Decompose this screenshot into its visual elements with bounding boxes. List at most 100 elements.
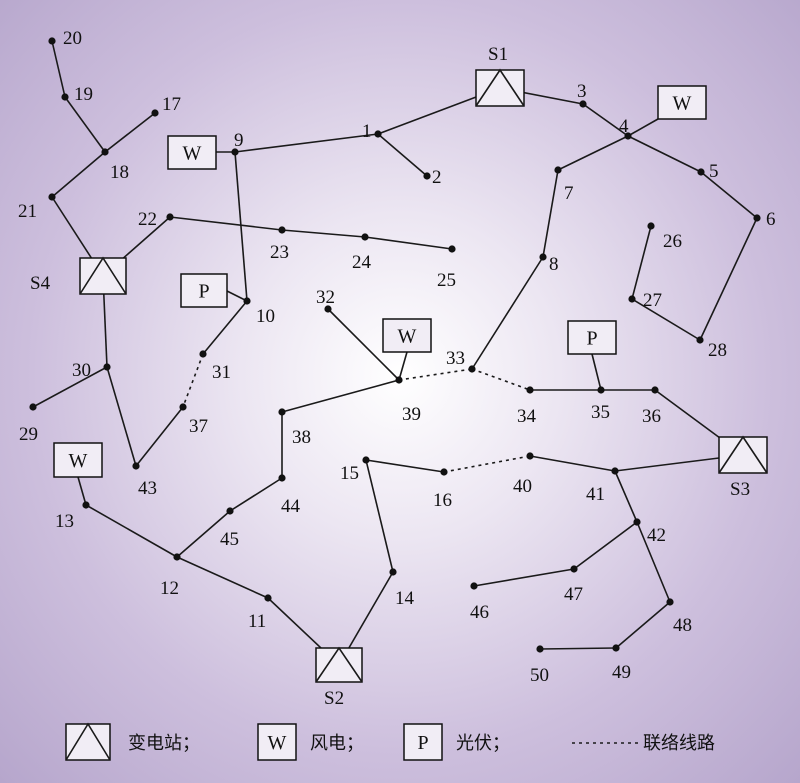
- legend-tie-line-label: 联络线路: [643, 733, 715, 754]
- edge-22-23: [169, 216, 283, 231]
- edge-42-47: [573, 521, 638, 570]
- node-label-41: 41: [586, 484, 605, 505]
- substation-S4-label: S4: [30, 273, 51, 294]
- legend-pv-symbol: [403, 723, 443, 761]
- edge-10-31: [202, 300, 248, 355]
- node-32: [324, 305, 332, 313]
- node-13: [82, 501, 90, 509]
- legend-pv-label: 光伏；: [456, 733, 510, 754]
- node-label-31: 31: [212, 362, 231, 383]
- node-label-5: 5: [709, 161, 719, 182]
- edges-layer: [32, 40, 758, 666]
- node-28: [696, 336, 704, 344]
- node-label-18: 18: [110, 162, 129, 183]
- pv-source-label-10: P: [198, 281, 209, 303]
- node-label-39: 39: [402, 404, 421, 425]
- edge-12-13: [85, 504, 178, 558]
- edge-44-45: [229, 477, 283, 512]
- node-45: [226, 507, 234, 515]
- substation-S4-symbol: [79, 256, 127, 295]
- node-29: [29, 403, 37, 411]
- substation-S1-symbol: [475, 68, 525, 107]
- node-label-8: 8: [549, 254, 559, 275]
- node-2: [423, 172, 431, 180]
- edge-18-19: [64, 96, 106, 153]
- wind-connector-4: [627, 118, 659, 137]
- node-label-27: 27: [643, 290, 662, 311]
- legend-wind-box-text: W: [268, 732, 287, 754]
- node-label-10: 10: [256, 306, 275, 327]
- node-15: [362, 456, 370, 464]
- node-44: [278, 474, 286, 482]
- edge-9-10: [234, 151, 248, 302]
- node-label-15: 15: [340, 463, 359, 484]
- edge-6-28: [699, 217, 758, 341]
- node-label-4: 4: [619, 116, 629, 137]
- node-label-2: 2: [432, 167, 442, 188]
- node-26: [647, 222, 655, 230]
- legend-pv-box-text: P: [417, 732, 428, 754]
- wind-source-box-9: [167, 135, 217, 170]
- wind-source-box-39: [382, 318, 432, 353]
- node-14: [389, 568, 397, 576]
- node-5: [697, 168, 705, 176]
- node-label-17: 17: [162, 94, 181, 115]
- wind-source-box-13: [53, 442, 103, 478]
- node-42: [633, 518, 641, 526]
- edge-19-20: [51, 40, 66, 98]
- wind-source-label-4: W: [673, 93, 692, 115]
- node-label-32: 32: [316, 287, 335, 308]
- edge-23-24: [281, 229, 366, 238]
- node-label-37: 37: [189, 416, 208, 437]
- node-47: [570, 565, 578, 573]
- edge-3-4: [582, 103, 629, 137]
- substation-S3-label: S3: [730, 479, 750, 500]
- edge-7-8: [542, 169, 559, 258]
- substation-S3-symbol: [718, 435, 768, 474]
- edge-4-7: [557, 135, 629, 171]
- edge-30-29: [32, 366, 108, 408]
- edge-5-6: [700, 171, 758, 219]
- node-31: [199, 350, 207, 358]
- node-label-49: 49: [612, 662, 631, 683]
- edge-4-5: [627, 135, 702, 173]
- pv-source-box-35: [567, 320, 617, 355]
- node-23: [278, 226, 286, 234]
- tie-line-31-37: [182, 353, 204, 408]
- edge-41-40: [529, 455, 616, 472]
- edge-18-17: [104, 112, 156, 153]
- node-38: [278, 408, 286, 416]
- substation-S4-box: [79, 257, 127, 295]
- node-10: [243, 297, 251, 305]
- legend: 变电站； W 风电； P 光伏； 联络线路: [65, 722, 715, 761]
- edge-49-50: [539, 647, 617, 650]
- node-label-7: 7: [564, 183, 574, 204]
- edge-42-48: [636, 521, 671, 603]
- node-label-14: 14: [395, 588, 415, 609]
- node-label-26: 26: [663, 231, 682, 252]
- node-label-34: 34: [517, 406, 537, 427]
- node-label-38: 38: [292, 427, 311, 448]
- node-label-19: 19: [74, 84, 93, 105]
- edge-14-15: [365, 459, 394, 573]
- tie-line-39-33: [398, 368, 473, 381]
- node-label-3: 3: [577, 81, 587, 102]
- node-20: [48, 37, 56, 45]
- node-label-9: 9: [234, 130, 244, 151]
- node-label-42: 42: [647, 525, 666, 546]
- substation-S2-label: S2: [324, 688, 344, 709]
- edge-37-43: [135, 406, 184, 467]
- node-label-48: 48: [673, 615, 692, 636]
- wind-source-box-4: [657, 85, 707, 120]
- edge-24-25: [364, 236, 453, 250]
- node-label-29: 29: [19, 424, 38, 445]
- node-label-1: 1: [362, 121, 372, 142]
- node-label-25: 25: [437, 270, 456, 291]
- node-1: [374, 130, 382, 138]
- edge-15-16: [365, 459, 445, 473]
- wind-source-label-39: W: [398, 326, 417, 348]
- pv-source-box-10: [180, 273, 228, 308]
